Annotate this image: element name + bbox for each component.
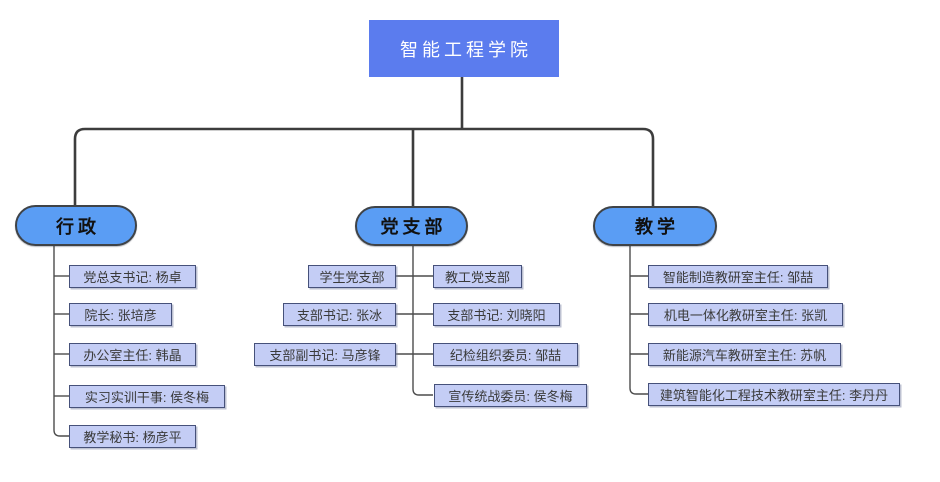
party-right-child-node[interactable]: 支部书记: 刘晓阳 <box>433 303 560 326</box>
admin-child-node[interactable]: 办公室主任: 韩晶 <box>69 343 196 366</box>
admin-child-node[interactable]: 党总支书记: 杨卓 <box>69 265 196 288</box>
teaching-child-node[interactable]: 机电一体化教研室主任: 张凯 <box>648 303 843 326</box>
connector-main-rail <box>73 127 655 206</box>
teaching-child-node[interactable]: 智能制造教研室主任: 邹喆 <box>648 265 828 288</box>
root-node[interactable]: 智能工程学院 <box>369 20 559 77</box>
party-right-child-node[interactable]: 教工党支部 <box>433 265 522 288</box>
connector-party-trunk <box>412 245 433 396</box>
connector-admin-trunk <box>53 246 69 437</box>
teaching-child-node[interactable]: 建筑智能化工程技术教研室主任: 李丹丹 <box>648 383 900 406</box>
admin-child-node[interactable]: 院长: 张培彦 <box>69 303 172 326</box>
party-right-child-node[interactable]: 宣传统战委员: 侯冬梅 <box>434 384 587 407</box>
branch-pill-party[interactable]: 党支部 <box>355 206 468 246</box>
party-right-child-node[interactable]: 纪检组织委员: 邹喆 <box>433 343 578 366</box>
branch-pill-admin[interactable]: 行政 <box>15 205 137 246</box>
party-left-child-node[interactable]: 学生党支部 <box>308 265 396 288</box>
branch-pill-teaching[interactable]: 教学 <box>593 206 717 246</box>
connector-teaching-trunk <box>629 245 648 395</box>
admin-child-node[interactable]: 教学秘书: 杨彦平 <box>69 425 196 448</box>
party-left-child-node[interactable]: 支部书记: 张冰 <box>283 303 396 326</box>
party-left-child-node[interactable]: 支部副书记: 马彦锋 <box>254 343 396 366</box>
teaching-child-node[interactable]: 新能源汽车教研室主任: 苏帆 <box>648 343 841 366</box>
admin-child-node[interactable]: 实习实训干事: 侯冬梅 <box>69 385 225 408</box>
